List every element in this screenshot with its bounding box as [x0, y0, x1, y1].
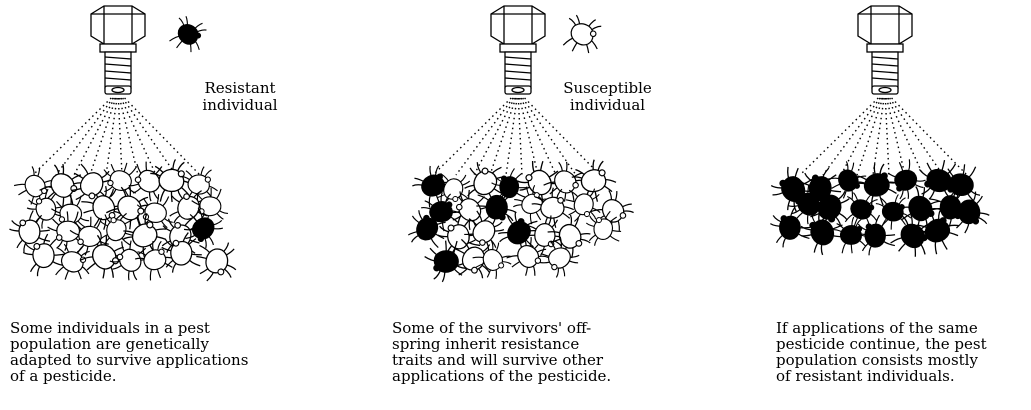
susceptible-pest-icon [563, 14, 603, 56]
susceptible-pest-icon [55, 244, 89, 281]
caption-line: spring inherit resistance [392, 336, 682, 352]
caption-panel-2: Some of the survivors' off- spring inher… [392, 320, 682, 384]
spray-lines [33, 98, 200, 175]
spray-lines [800, 98, 967, 175]
spray-nozzle-icon [91, 6, 145, 94]
caption-line: adapted to survive applications [10, 352, 300, 368]
caption-line: of a pesticide. [10, 368, 300, 384]
susceptible-pest-icon [195, 241, 238, 282]
caption-line: Some individuals in a pest [10, 320, 300, 336]
caption-line: applications of the pesticide. [392, 368, 682, 384]
caption-line: pesticide continue, the pest [776, 336, 1031, 352]
caption-line: population consists mostly [776, 352, 1031, 368]
panel-2-art [407, 6, 638, 286]
caption-line: If applications of the same [776, 320, 1031, 336]
panel-3-art [766, 6, 993, 261]
panel-1-art [6, 6, 238, 284]
spray-nozzle-icon [491, 6, 545, 94]
caption-line: Some of the survivors' off- [392, 320, 682, 336]
caption-panel-1: Some individuals in a pest population ar… [10, 320, 300, 384]
susceptible-individual-label: Susceptible individual [550, 80, 665, 114]
caption-panel-3: If applications of the same pesticide co… [776, 320, 1031, 384]
resistant-individual-label: Resistant individual [195, 80, 285, 114]
spray-nozzle-icon [858, 6, 912, 94]
caption-line: traits and will survive other [392, 352, 682, 368]
resistant-pest-icon [168, 14, 208, 56]
caption-line: of resistant individuals. [776, 368, 1031, 384]
caption-line: population are genetically [10, 336, 300, 352]
